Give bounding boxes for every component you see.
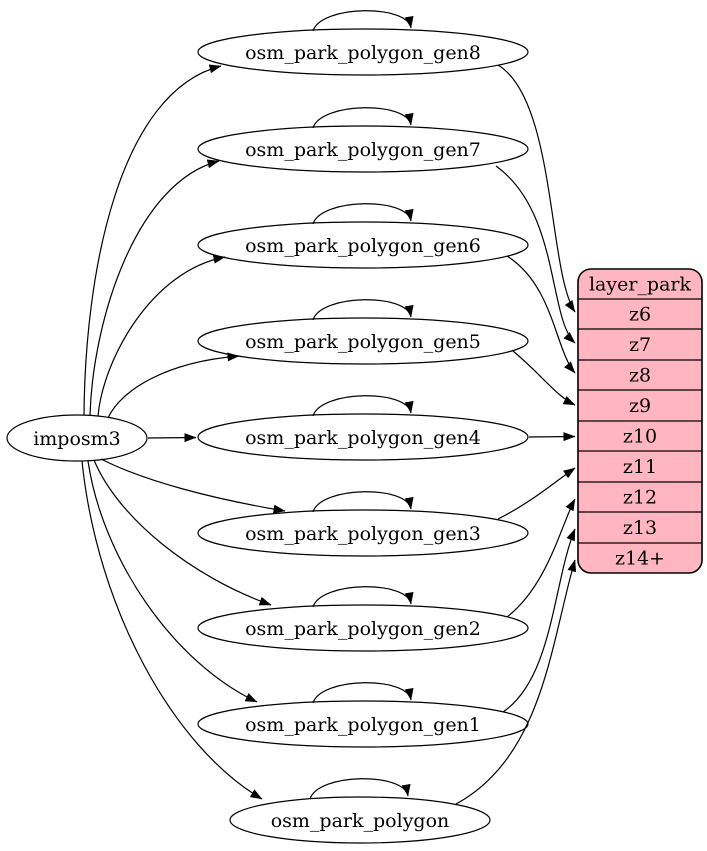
- node-osm-park-polygon-gen4: osm_park_polygon_gen4: [197, 413, 529, 461]
- node-ellipse: [229, 796, 491, 844]
- node-label: osm_park_polygon_gen8: [245, 42, 481, 64]
- node-ellipse: [197, 413, 529, 461]
- node-ellipse: [197, 317, 529, 365]
- edges-from-source: [81, 64, 286, 800]
- edge-imposm3-gen6: [97, 254, 226, 417]
- self-loop-gen4: [312, 395, 414, 417]
- node-label: osm_park_polygon_gen7: [245, 139, 481, 161]
- self-loop-gen5: [312, 299, 414, 321]
- edge-imposm3-gen7: [89, 159, 220, 416]
- edge-imposm3-gen3: [100, 458, 286, 514]
- node-osm-park-polygon-gen7: osm_park_polygon_gen7: [197, 125, 529, 173]
- table-row-label: z8: [629, 365, 651, 387]
- node-ellipse: [197, 604, 529, 652]
- self-loop-gen6: [312, 203, 414, 225]
- table-layer-park: layer_park z6 z7 z8 z9 z10 z11 z12 z13 z…: [577, 268, 703, 574]
- node-imposm3: imposm3: [6, 414, 148, 462]
- edge-gen3-z11: [497, 467, 576, 520]
- edge-gen6-z8: [506, 255, 576, 374]
- self-loop-gen3: [312, 491, 414, 513]
- edge-imposm3-osm-park-polygon: [81, 460, 263, 800]
- node-label: osm_park_polygon_gen5: [245, 331, 481, 353]
- node-osm-park-polygon-gen6: osm_park_polygon_gen6: [197, 221, 529, 269]
- table-row-label: z10: [623, 426, 657, 448]
- node-label: osm_park_polygon: [271, 810, 450, 832]
- node-osm-park-polygon-gen2: osm_park_polygon_gen2: [197, 604, 529, 652]
- self-loop-gen8: [312, 10, 414, 32]
- table-row-label: z12: [623, 487, 657, 509]
- self-loop-gen2: [312, 586, 414, 608]
- node-ellipse: [197, 221, 529, 269]
- edge-osm-park-polygon-z14: [455, 559, 577, 805]
- table-row-label: z7: [629, 334, 651, 356]
- edge-gen7-z7: [495, 165, 576, 344]
- node-osm-park-polygon: osm_park_polygon: [229, 796, 491, 844]
- node-label: osm_park_polygon_gen4: [245, 427, 481, 449]
- node-ellipse: [197, 125, 529, 173]
- edge-gen2-z12: [506, 498, 576, 618]
- table-row-label: z14+: [615, 548, 665, 570]
- node-ellipse: [6, 414, 148, 462]
- edge-imposm3-gen2: [93, 459, 272, 606]
- edge-imposm3-gen5: [107, 352, 240, 419]
- edge-gen4-z10: [528, 432, 576, 442]
- self-loop-osm-park-polygon: [309, 778, 411, 800]
- table-row-label: z11: [623, 456, 657, 478]
- node-label: osm_park_polygon_gen1: [245, 714, 481, 736]
- table-row-label: z9: [629, 395, 651, 417]
- table-title: layer_park: [589, 274, 692, 296]
- edge-gen1-z13: [502, 528, 576, 713]
- node-label: osm_park_polygon_gen6: [245, 235, 481, 257]
- edge-gen5-z9: [512, 350, 576, 406]
- node-ellipse: [197, 509, 529, 557]
- self-loop-gen1: [312, 682, 414, 704]
- node-label: osm_park_polygon_gen2: [245, 618, 481, 640]
- node-osm-park-polygon-gen8: osm_park_polygon_gen8: [197, 28, 529, 76]
- edge-imposm3-gen8: [83, 64, 222, 416]
- edges-to-table: [455, 64, 577, 805]
- node-osm-park-polygon-gen1: osm_park_polygon_gen1: [197, 700, 529, 748]
- self-loop-gen7: [312, 107, 414, 129]
- node-label: osm_park_polygon_gen3: [245, 523, 481, 545]
- node-osm-park-polygon-gen3: osm_park_polygon_gen3: [197, 509, 529, 557]
- edge-gen8-z6: [497, 64, 576, 313]
- self-loops: [309, 10, 414, 800]
- edge-imposm3-gen1: [87, 460, 258, 703]
- table-row-label: z13: [623, 517, 657, 539]
- edge-imposm3-gen4: [147, 433, 197, 443]
- node-label: imposm3: [33, 428, 121, 450]
- table-row-label: z6: [629, 304, 651, 326]
- node-osm-park-polygon-gen5: osm_park_polygon_gen5: [197, 317, 529, 365]
- node-ellipse: [197, 28, 529, 76]
